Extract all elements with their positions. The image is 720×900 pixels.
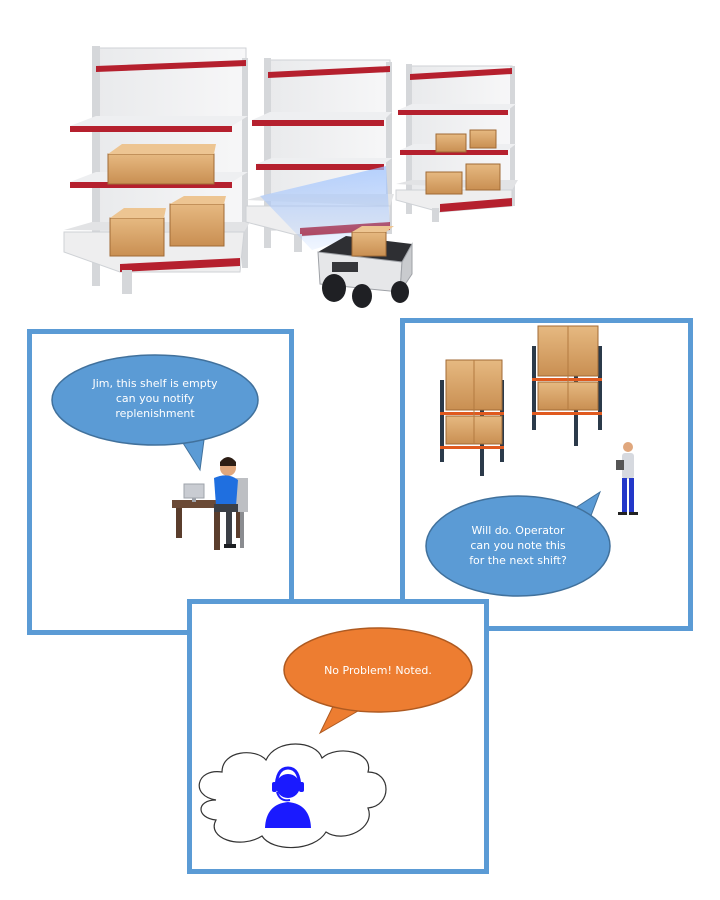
speech-text-left: Jim, this shelf is empty can you notify …: [75, 376, 235, 421]
robot-icon: [317, 226, 413, 308]
speech-text-right: Will do. Operator can you note this for …: [445, 523, 591, 568]
speech-line: Will do. Operator: [471, 524, 565, 537]
speech-text-bottom: No Problem! Noted.: [298, 663, 458, 678]
speech-line: Jim, this shelf is empty: [92, 377, 218, 390]
shelf-unit-3: [395, 64, 518, 222]
speech-line: replenishment: [115, 407, 195, 420]
speech-line: can you notify: [115, 392, 195, 405]
shelf-unit-1: [63, 46, 250, 294]
speech-line: can you note this: [470, 539, 566, 552]
warehouse-illustration: [63, 46, 518, 308]
speech-line: No Problem! Noted.: [324, 664, 432, 677]
speech-line: for the next shift?: [469, 554, 567, 567]
